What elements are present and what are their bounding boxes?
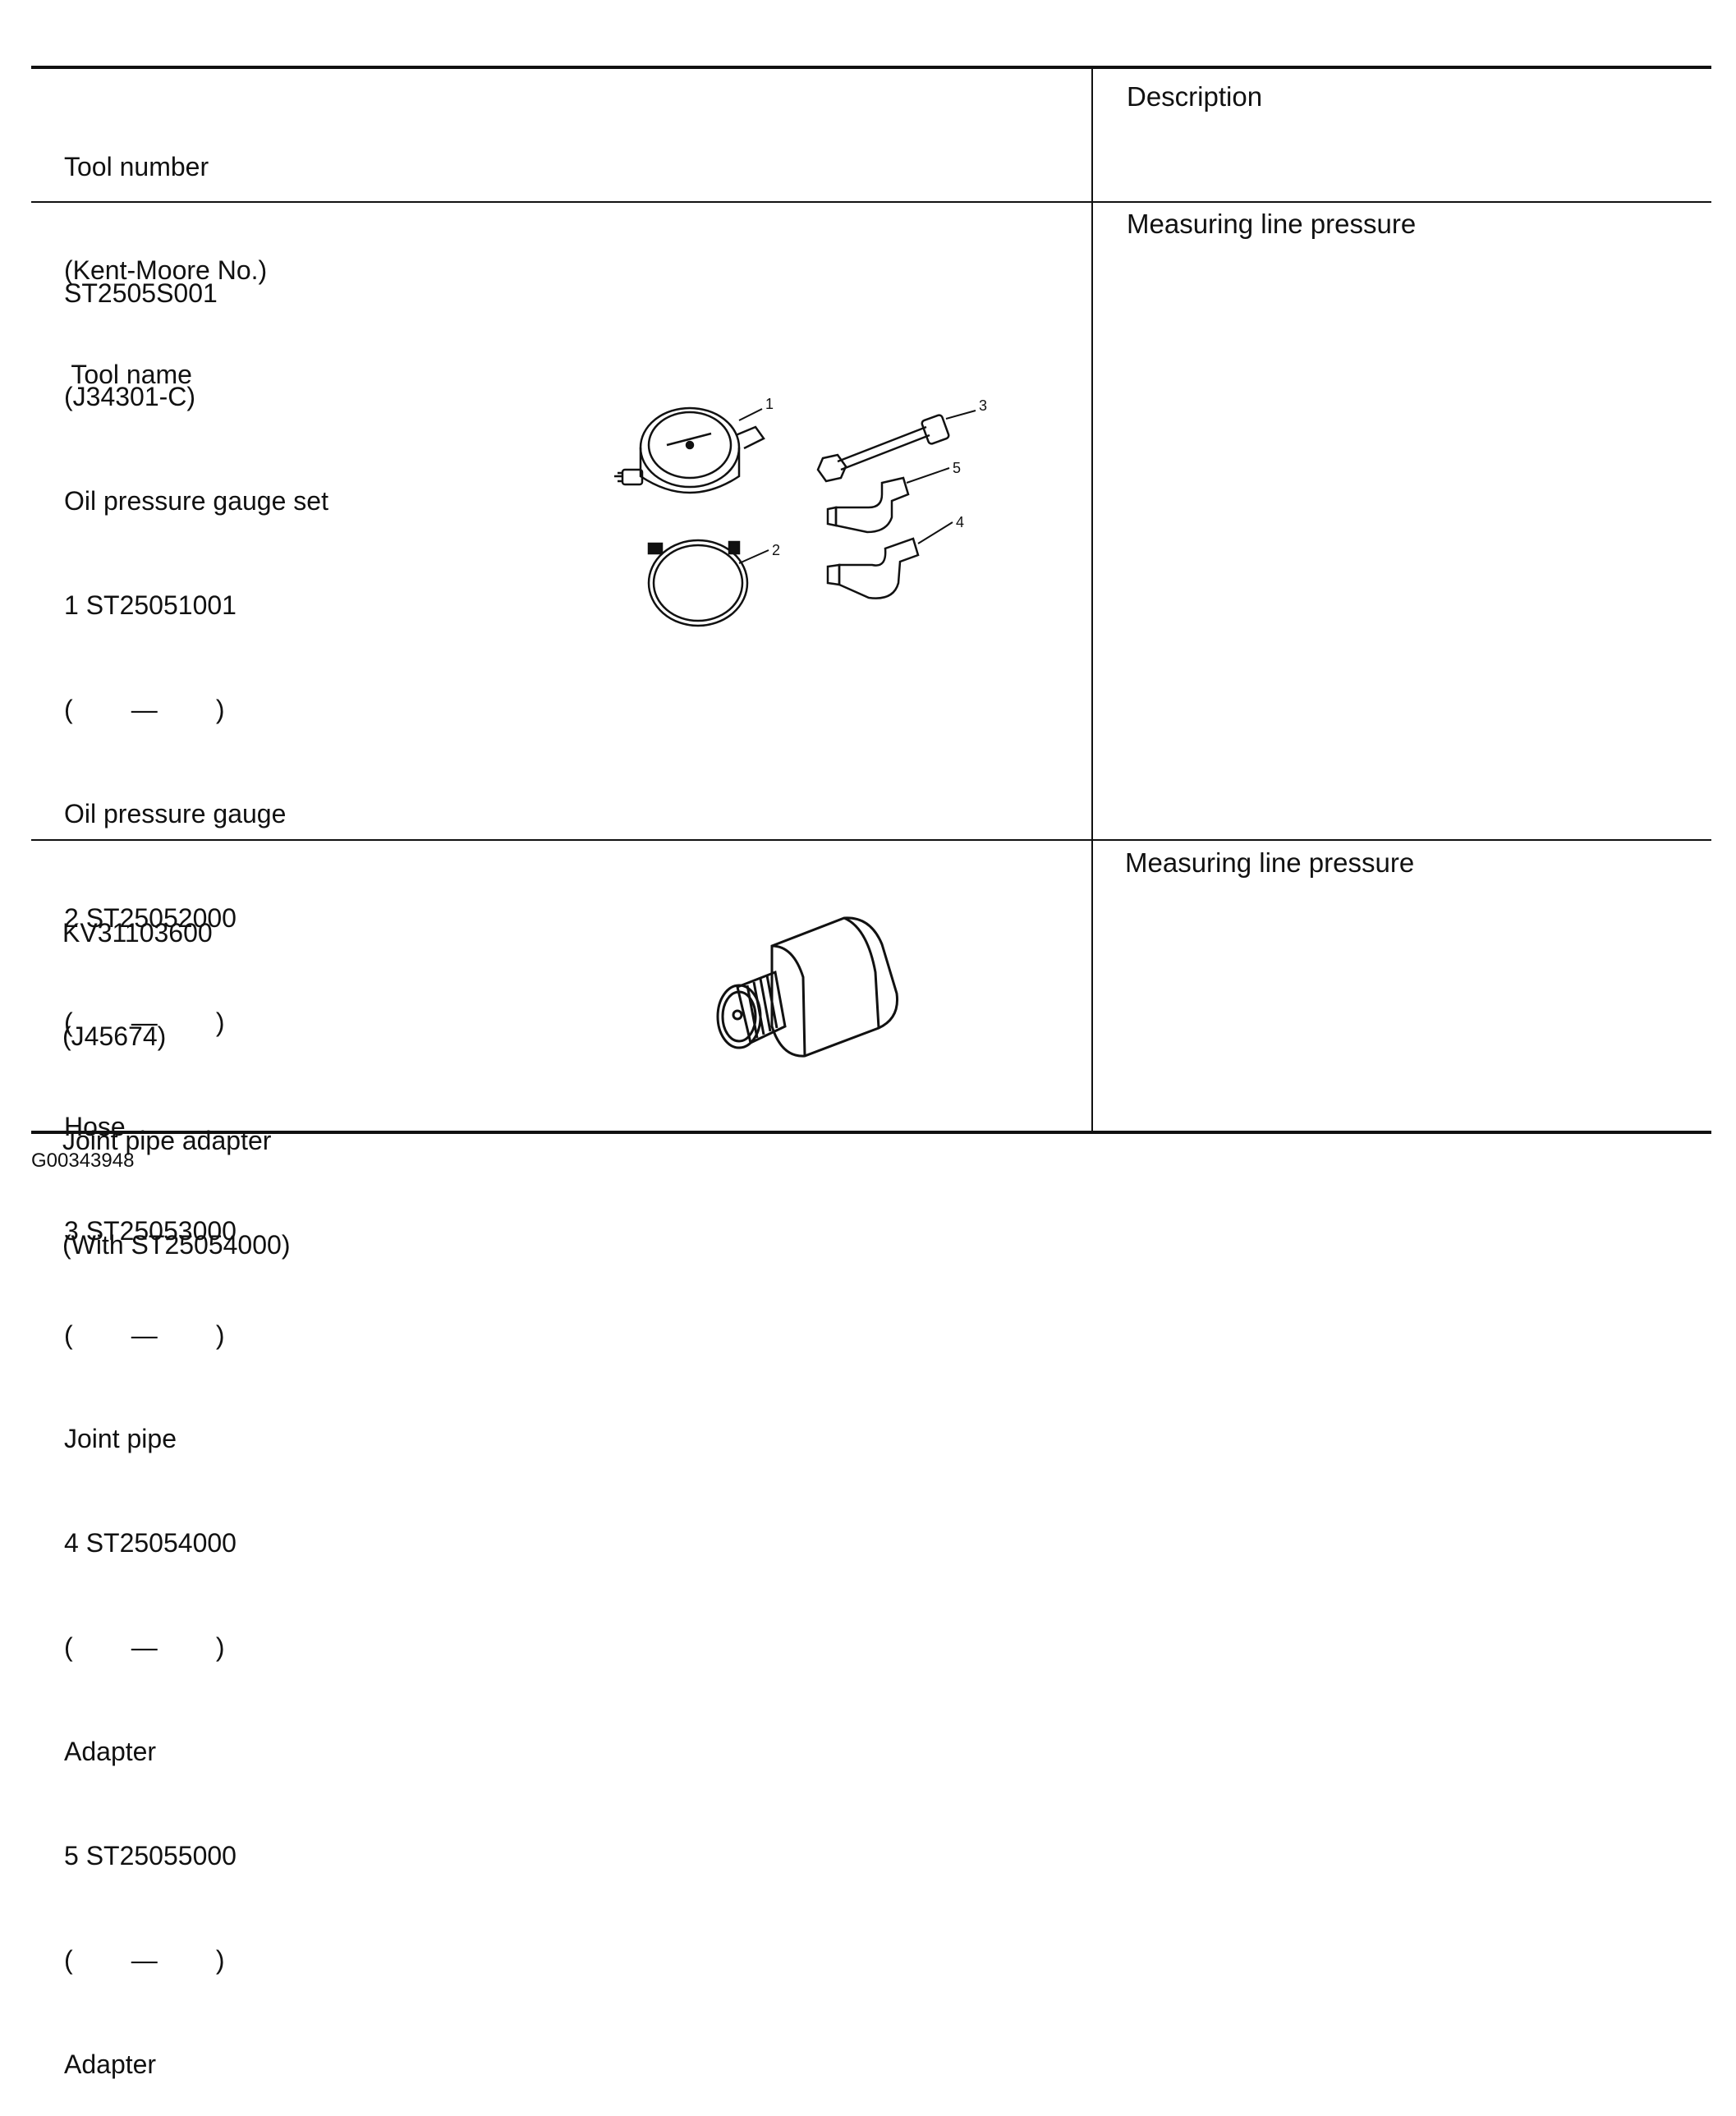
- row2-tool-info: KV31103600 (J45674) Joint pipe adapter (…: [62, 846, 290, 1297]
- row1-line: Hose: [64, 1111, 126, 1141]
- row1-line: ST2505S001: [64, 278, 218, 308]
- adapter-5-drawing: [826, 476, 910, 534]
- row2-line: (With ST25054000): [62, 1230, 291, 1260]
- header-kent-moore: (Kent-Moore No.): [64, 255, 268, 286]
- header-tool-number: Tool number: [64, 151, 209, 181]
- column-divider: [1091, 67, 1093, 1132]
- callout-5: 5: [953, 460, 961, 476]
- header-description: Description: [1127, 81, 1263, 112]
- row1-line: 5 ST25055000: [64, 1840, 237, 1870]
- callout-2: 2: [772, 542, 780, 558]
- row1-line: ( — ): [64, 1007, 225, 1037]
- callout-1: 1: [765, 396, 774, 412]
- row1-line: ( — ): [64, 1944, 225, 1975]
- row1-line: ( — ): [64, 1632, 225, 1663]
- row-divider: [31, 839, 1711, 841]
- callout-3: 3: [979, 397, 987, 414]
- row2-line: (J45674): [62, 1021, 167, 1052]
- row2-description: Measuring line pressure: [1125, 847, 1415, 878]
- row2-line: Joint pipe adapter: [62, 1126, 272, 1156]
- row1-line: 1 ST25051001: [64, 590, 237, 621]
- header-tool-name: Tool name: [64, 360, 192, 390]
- top-rule: [31, 66, 1711, 69]
- oil-pressure-gauge-set-illustration: 1 2 3 4 5: [614, 396, 987, 627]
- row2-line: KV31103600: [62, 917, 213, 948]
- bottom-rule: [31, 1131, 1711, 1134]
- row1-line: Joint pipe: [64, 1424, 177, 1454]
- hose-drawing: [647, 539, 749, 627]
- row1-line: Oil pressure gauge: [64, 799, 287, 829]
- row1-line: 4 ST25054000: [64, 1528, 237, 1558]
- row1-line: Oil pressure gauge set: [64, 486, 328, 516]
- figure-code: G00343948: [31, 1150, 135, 1172]
- row1-line: (J34301-C): [64, 382, 196, 412]
- row1-line: ( — ): [64, 1320, 225, 1350]
- callout-4: 4: [956, 514, 964, 530]
- row1-line: 2 ST25052000: [64, 902, 237, 933]
- adapter-4-drawing: [826, 537, 920, 599]
- row1-description: Measuring line pressure: [1127, 209, 1417, 239]
- row1-line: ( — ): [64, 695, 225, 725]
- joint-pipe-drawing: [816, 414, 950, 483]
- row1-line: Adapter: [64, 2049, 157, 2079]
- header-divider: [31, 201, 1711, 203]
- oil-pressure-gauge-drawing: [614, 406, 765, 494]
- row1-line: Adapter: [64, 1737, 157, 1767]
- joint-pipe-adapter-illustration: [716, 916, 899, 1058]
- header-tool-column: Tool number (Kent-Moore No.) Tool name: [64, 80, 267, 427]
